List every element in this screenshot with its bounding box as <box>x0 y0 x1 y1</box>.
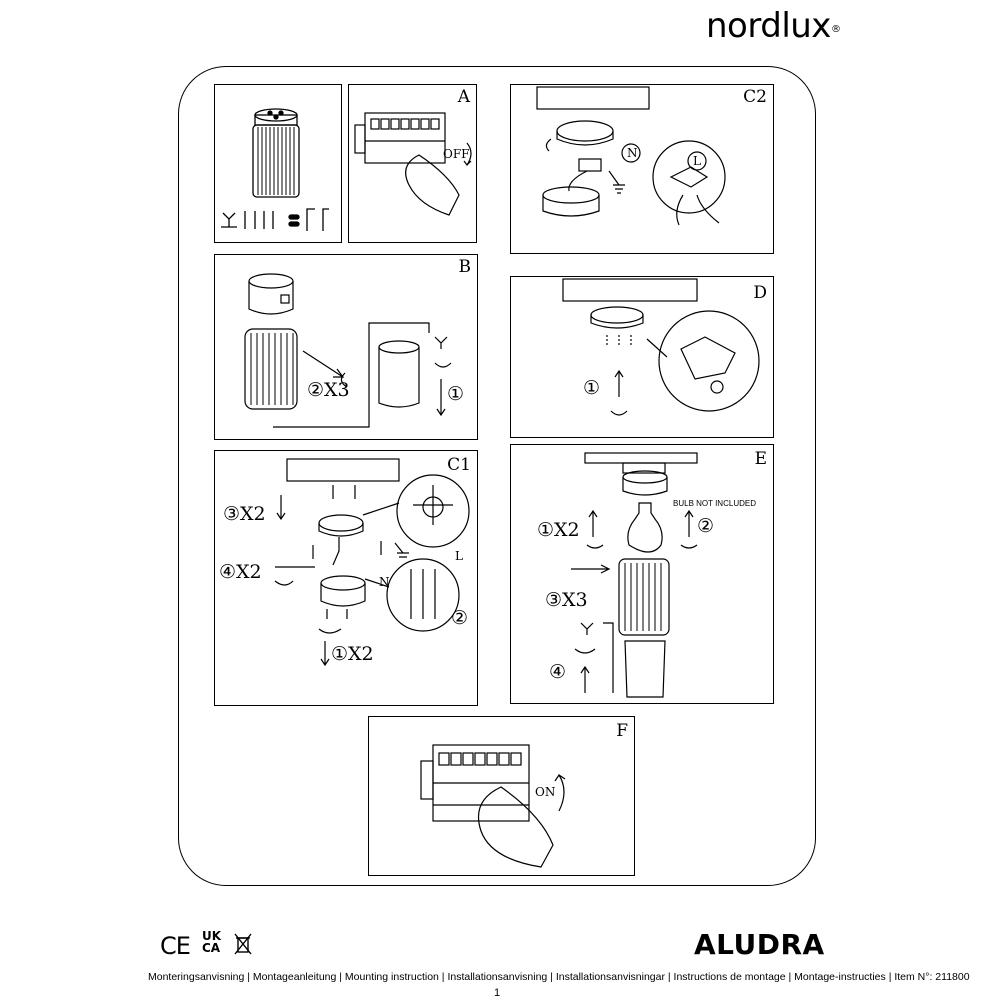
disassembly-illustration <box>244 273 452 428</box>
panel-d: D ① <box>510 276 774 438</box>
step-c1-3: ③X2 <box>223 503 266 525</box>
brand-logo: nordlux® <box>706 4 841 48</box>
step-b-1: ① <box>447 383 465 405</box>
neutral-wire-label: N <box>627 146 638 160</box>
panel-a: A OFF <box>348 84 477 243</box>
panel-contents <box>214 84 342 243</box>
step-c1-4: ④X2 <box>219 561 262 583</box>
ukca-mark: UK CA <box>202 929 222 955</box>
step-label-e: E <box>754 449 767 469</box>
panel-b: B ②X3 ① <box>214 254 478 440</box>
logo-text: nordlux <box>706 6 831 46</box>
panel-c1: C1 ③X2 ④X2 ①X2 ② N L <box>214 450 478 706</box>
step-c1-2: ② <box>451 607 469 629</box>
step-e-4: ④ <box>549 661 567 683</box>
panel-f: F ON <box>368 716 635 876</box>
live-wire-label: L <box>455 549 463 563</box>
step-c1-1: ①X2 <box>331 643 374 665</box>
switch-off-label: OFF <box>443 147 470 161</box>
step-label-c2: C2 <box>743 87 767 107</box>
registered-mark: ® <box>830 24 841 35</box>
page-number: 1 <box>494 987 501 999</box>
panel-e: E BULB NOT INCLUDED ①X2 ② ③X3 ④ <box>510 444 774 704</box>
product-name: ALUDRA <box>694 928 825 961</box>
live-wire-label: L <box>693 154 701 168</box>
bulb-not-included-note: BULB NOT INCLUDED <box>673 499 756 508</box>
step-e-2: ② <box>697 515 715 537</box>
contents-illustration <box>221 108 329 231</box>
wiring-connection-illustration <box>274 458 470 667</box>
step-b-2: ②X3 <box>307 379 350 401</box>
wiring-detail-illustration <box>536 86 726 226</box>
panel-c2: C2 N L <box>510 84 774 254</box>
step-label-b: B <box>458 257 472 277</box>
footer-text: Monteringsanvisning | Montageanleitung |… <box>148 971 970 983</box>
breaker-off-illustration <box>354 112 472 216</box>
step-label-d: D <box>753 283 767 303</box>
neutral-wire-label: N <box>379 575 390 589</box>
breaker-on-illustration <box>420 744 566 868</box>
ce-mark: CE <box>160 932 191 960</box>
weee-bin-icon <box>234 933 252 955</box>
instruction-frame <box>178 66 816 886</box>
mounting-plate-illustration <box>562 278 760 416</box>
bulb-and-shade-illustration <box>571 452 698 698</box>
step-label-f: F <box>616 721 628 741</box>
switch-on-label: ON <box>535 785 556 799</box>
step-d-1: ① <box>583 377 601 399</box>
step-e-3: ③X3 <box>545 589 588 611</box>
step-label-c1: C1 <box>447 455 471 475</box>
step-e-1: ①X2 <box>537 519 580 541</box>
step-label-a: A <box>457 87 470 107</box>
